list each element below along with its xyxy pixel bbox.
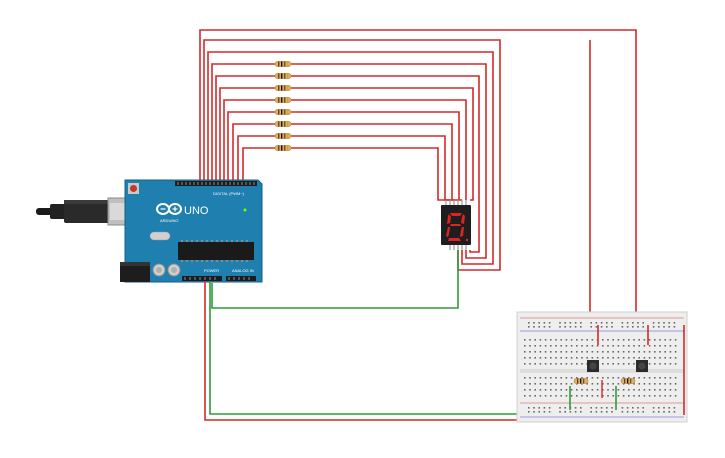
- wire-seg-9[interactable]: [237, 135, 454, 201]
- push-button-right[interactable]: [636, 360, 648, 372]
- power-wires: [204, 281, 520, 421]
- resistor-5[interactable]: [274, 109, 292, 115]
- pulldown-resistor-left[interactable]: [573, 378, 589, 384]
- analog-header: [226, 276, 256, 281]
- breadboard: [516, 311, 688, 423]
- wire-seg-6[interactable]: [223, 99, 467, 200]
- arduino-logo: [156, 203, 182, 215]
- rail-jumpers: [597, 325, 685, 415]
- ground-jumpers: [569, 386, 617, 410]
- wire-5v[interactable]: [204, 281, 520, 421]
- brand-label: ARDUINO: [160, 218, 178, 223]
- resistor-2[interactable]: [274, 73, 292, 79]
- resistor-3[interactable]: [274, 85, 292, 91]
- breadboard-holes: [524, 322, 677, 413]
- wire-seg-5[interactable]: [219, 87, 474, 201]
- model-label: UNO: [184, 205, 209, 217]
- wire-seg-2[interactable]: [207, 51, 494, 265]
- wire-seg-10[interactable]: [242, 147, 450, 201]
- resistor-4[interactable]: [274, 97, 292, 103]
- seven-segment-display[interactable]: [441, 200, 471, 250]
- analog-label: ANALOG IN: [232, 268, 254, 273]
- on-led: [243, 208, 247, 212]
- usb-cable: [36, 197, 139, 226]
- wire-gnd[interactable]: [209, 281, 520, 415]
- resistor-8[interactable]: [274, 145, 292, 151]
- capacitors: [152, 263, 181, 277]
- resistor-6[interactable]: [274, 121, 292, 127]
- wire-seg-7[interactable]: [227, 111, 462, 201]
- segment-wires: [199, 29, 637, 345]
- power-jack: [120, 262, 150, 282]
- wire-button-right[interactable]: [199, 29, 637, 340]
- resistor-7[interactable]: [274, 133, 292, 139]
- resistor-bank: [274, 61, 292, 151]
- digit-segments: [446, 213, 469, 242]
- push-button-left[interactable]: [587, 360, 599, 372]
- reset-button[interactable]: [128, 183, 139, 194]
- arduino-uno-board[interactable]: DIGITAL (PWM~) UNO ARDUINO: [36, 179, 263, 283]
- resistor-1[interactable]: [274, 61, 292, 67]
- wire-seg-3[interactable]: [211, 63, 487, 259]
- power-header: [182, 276, 222, 281]
- display-ground-wire[interactable]: [211, 250, 459, 309]
- pulldown-resistor-right[interactable]: [620, 378, 636, 384]
- digital-header: [175, 181, 257, 186]
- digital-label: DIGITAL (PWM~): [213, 191, 245, 196]
- microcontroller-chip: [178, 240, 254, 262]
- crystal: [149, 231, 171, 241]
- wire-seg-4[interactable]: [215, 75, 480, 253]
- power-label: POWER: [204, 268, 219, 273]
